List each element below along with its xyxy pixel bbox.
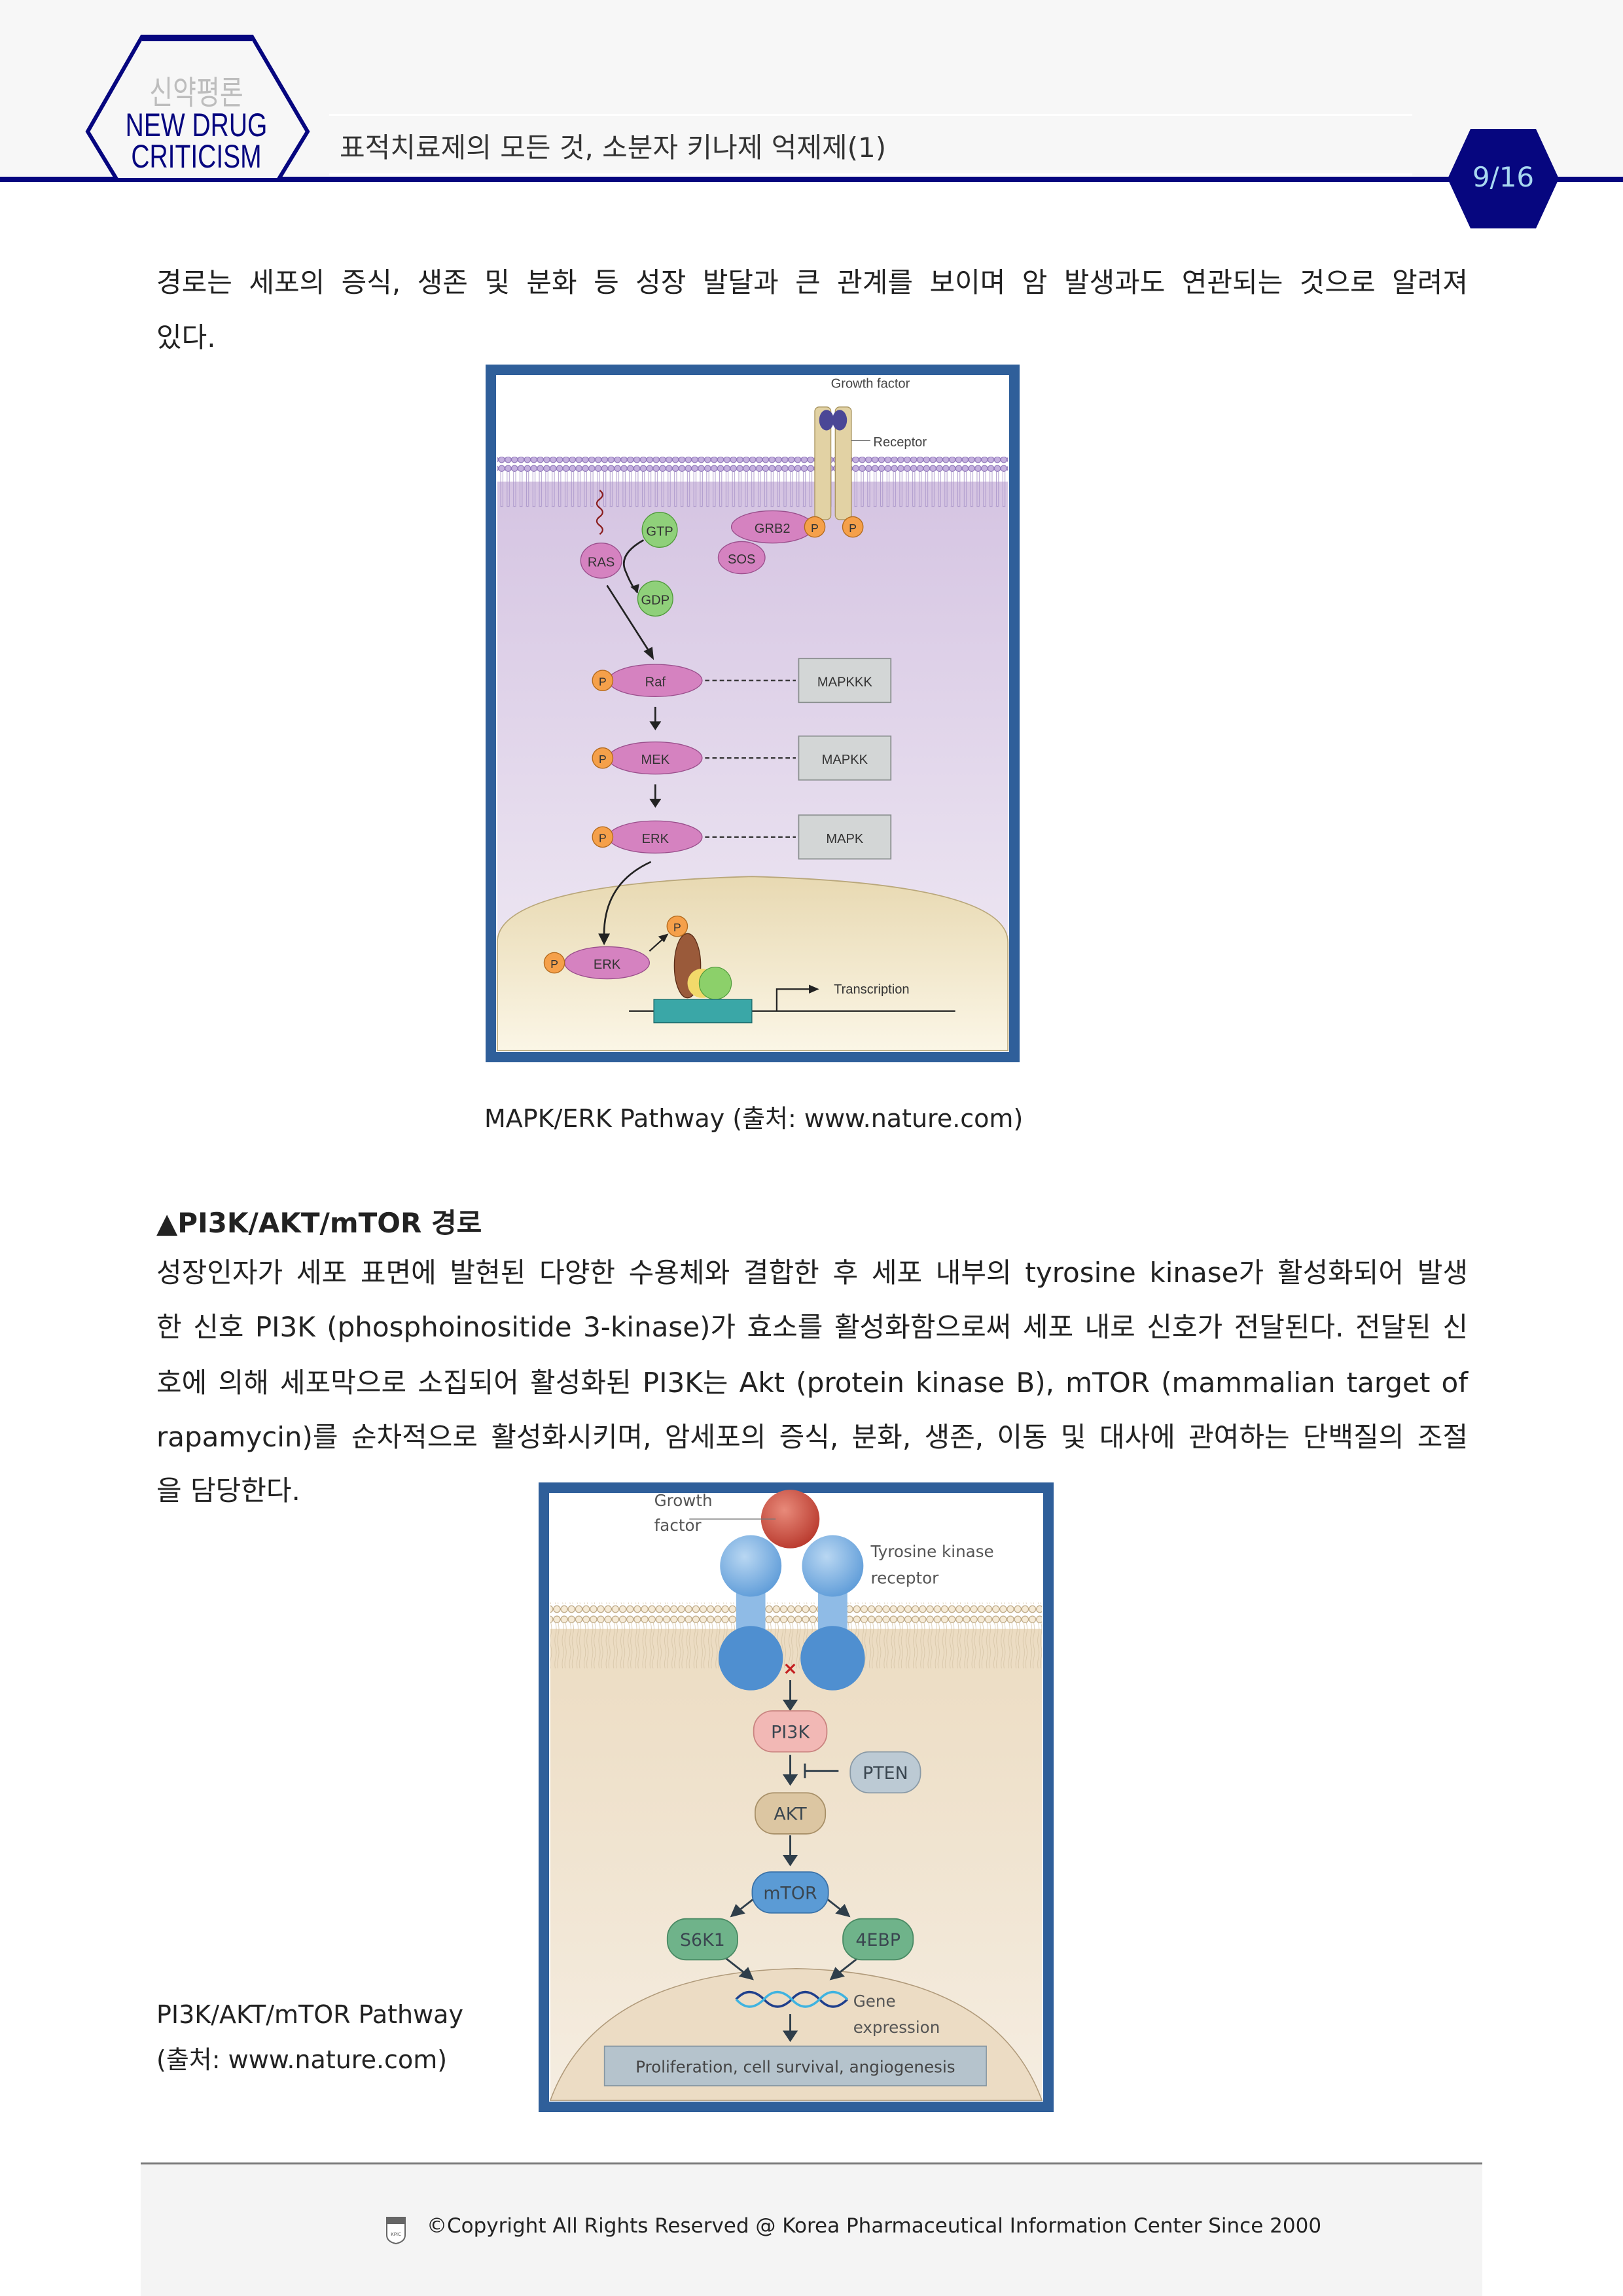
svg-text:P: P bbox=[673, 921, 681, 934]
copyright-text: ©Copyright All Rights Reserved @ Korea P… bbox=[427, 2214, 1322, 2238]
label-akt: AKT bbox=[774, 1804, 807, 1825]
cell-membrane bbox=[497, 456, 1008, 507]
phosphate-icon: P bbox=[543, 952, 565, 974]
svg-text:P: P bbox=[599, 753, 607, 766]
svg-text:KPIC: KPIC bbox=[391, 2232, 401, 2237]
document-title: 표적치료제의 모든 것, 소분자 키나제 억제제(1) bbox=[340, 132, 887, 164]
title-box bbox=[329, 114, 1412, 175]
dna-helix-icon bbox=[735, 1990, 849, 2008]
label-mtor: mTOR bbox=[763, 1883, 817, 1903]
pten-node: PTEN bbox=[849, 1751, 921, 1794]
logo-korean: 신약평론 bbox=[149, 75, 243, 111]
label-4ebp: 4EBP bbox=[855, 1930, 901, 1950]
label-erk: ERK bbox=[642, 832, 669, 846]
svg-text:P: P bbox=[811, 522, 819, 535]
nucleus bbox=[496, 876, 1009, 1052]
erk-node: ERK bbox=[608, 820, 703, 854]
label-raf: Raf bbox=[645, 675, 666, 690]
growth-factor-icon bbox=[760, 1490, 820, 1549]
label-factor: factor bbox=[654, 1516, 702, 1535]
mapkk-box: MAPKK bbox=[798, 735, 892, 781]
mek-node: MEK bbox=[608, 741, 703, 775]
svg-text:MAPK: MAPK bbox=[826, 832, 864, 846]
label-ras: RAS bbox=[588, 555, 615, 569]
label-gdp: GDP bbox=[641, 594, 670, 608]
label-growth: Growth bbox=[654, 1491, 713, 1510]
erk-nuclear-node: ERK bbox=[564, 946, 651, 980]
tyrosine-kinase-receptor-icon bbox=[719, 1535, 865, 1691]
sos-protein bbox=[717, 541, 766, 575]
label-gtp: GTP bbox=[646, 524, 673, 539]
svg-text:P: P bbox=[849, 522, 857, 535]
phosphate-icon: P bbox=[592, 826, 614, 848]
x-mark-icon: × bbox=[783, 1659, 797, 1679]
outcome-box bbox=[603, 2045, 987, 2087]
receptor-icon bbox=[814, 406, 852, 520]
4ebp-node: 4EBP bbox=[842, 1918, 914, 1961]
intro-line: 경로는 세포의 증식, 생존 및 분화 등 성장 발달과 큰 관계를 보이며 암… bbox=[156, 266, 1468, 298]
cell-membrane bbox=[550, 1602, 1043, 1669]
phosphate-icon: P bbox=[592, 747, 614, 769]
page-badge-shape bbox=[1448, 129, 1559, 228]
header-divider bbox=[0, 177, 1623, 182]
section-heading: ▲PI3K/AKT/mTOR 경로 bbox=[156, 1207, 482, 1239]
page-number: 9/16 bbox=[1472, 161, 1535, 193]
svg-text:P: P bbox=[599, 832, 607, 845]
label-receptor: receptor bbox=[871, 1568, 940, 1587]
label-pten: PTEN bbox=[863, 1763, 908, 1784]
label-transcription: Transcription bbox=[834, 982, 910, 997]
kpic-logo-icon: KPIC bbox=[386, 2217, 406, 2244]
phosphate-icon: P bbox=[592, 670, 614, 692]
label-gene: Gene bbox=[853, 1992, 896, 2011]
label-receptor: Receptor bbox=[873, 435, 927, 450]
mapkkk-box: MAPKKK bbox=[798, 658, 892, 704]
logo-line1: NEW DRUG bbox=[125, 107, 268, 143]
akt-node: AKT bbox=[755, 1792, 827, 1835]
figure1-caption: MAPK/ERK Pathway (출처: www.nature.com) bbox=[484, 1104, 1024, 1133]
gdp-molecule bbox=[637, 581, 673, 617]
label-sos: SOS bbox=[728, 552, 755, 567]
ras-protein bbox=[580, 542, 622, 579]
svg-text:MAPKK: MAPKK bbox=[822, 753, 868, 767]
label-outcome: Proliferation, cell survival, angiogenes… bbox=[635, 2058, 955, 2077]
intro-line: 있다. bbox=[156, 321, 216, 353]
footer-divider bbox=[141, 2162, 1482, 2164]
mapk-erk-pathway-figure: Growth factor Receptor GRB2 SOS P P RAS … bbox=[486, 365, 1020, 1062]
logo-line2: CRITICISM bbox=[131, 138, 262, 175]
body-line: 한 신호 PI3K (phosphoinositide 3-kinase)가 효… bbox=[156, 1311, 1468, 1343]
mapk-box: MAPK bbox=[798, 814, 892, 860]
footer-background bbox=[141, 2164, 1482, 2296]
label-expression: expression bbox=[853, 2018, 940, 2037]
label-tyrosine-kinase: Tyrosine kinase bbox=[870, 1542, 994, 1561]
svg-text:MAPKKK: MAPKKK bbox=[817, 675, 872, 690]
svg-text:P: P bbox=[599, 675, 607, 689]
label-mek: MEK bbox=[641, 753, 670, 767]
label-pi3k: PI3K bbox=[771, 1722, 810, 1742]
mtor-node: mTOR bbox=[751, 1871, 829, 1914]
svg-text:P: P bbox=[550, 958, 558, 971]
svg-text:ERK: ERK bbox=[594, 958, 621, 972]
s6k1-node: S6K1 bbox=[666, 1918, 738, 1961]
phosphate-icon: P bbox=[842, 516, 864, 538]
body-line: 을 담당한다. bbox=[156, 1475, 300, 1507]
figure2-caption-line1: PI3K/AKT/mTOR Pathway bbox=[156, 2000, 463, 2029]
raf-node: Raf bbox=[608, 664, 703, 697]
body-line: rapamycin)를 순차적으로 활성화시키며, 암세포의 증식, 분화, 생… bbox=[156, 1421, 1468, 1453]
journal-logo: 신약평론 NEW DRUG CRITICISM bbox=[79, 33, 314, 185]
pi3k-node: PI3K bbox=[753, 1710, 828, 1753]
pi3k-akt-mtor-pathway-figure: Growth factor Tyrosine kinase receptor ×… bbox=[539, 1482, 1054, 2112]
promoter-box bbox=[653, 999, 753, 1024]
body-line: 호에 의해 세포막으로 소집되어 활성화된 PI3K는 Akt (protein… bbox=[156, 1367, 1468, 1399]
label-s6k1: S6K1 bbox=[680, 1930, 725, 1950]
figure2-caption-line2: (출처: www.nature.com) bbox=[156, 2045, 448, 2074]
gtp-molecule bbox=[641, 512, 678, 548]
label-growth-factor: Growth factor bbox=[831, 377, 910, 391]
phosphate-icon: P bbox=[666, 915, 688, 937]
body-line: 성장인자가 세포 표면에 발현된 다양한 수용체와 결합한 후 세포 내부의 t… bbox=[156, 1257, 1468, 1289]
label-grb2: GRB2 bbox=[755, 522, 791, 536]
phosphate-icon: P bbox=[804, 516, 826, 538]
